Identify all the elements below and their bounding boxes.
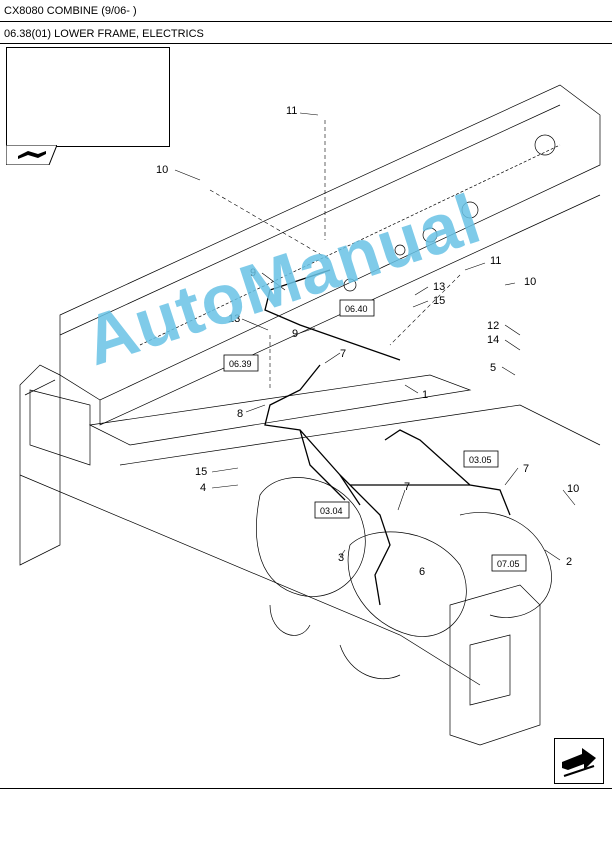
callout-15: 15	[433, 295, 445, 307]
callout-12: 12	[487, 320, 499, 332]
callout-11: 11	[286, 105, 297, 117]
reference-labels: 06.40 06.39 03.05 03.04 07.05	[229, 304, 520, 569]
callout-6: 6	[419, 566, 425, 578]
callout-13: 13	[433, 281, 445, 293]
callout-4: 4	[200, 482, 206, 494]
reference-boxes	[223, 299, 527, 572]
ref-06-40: 06.40	[345, 304, 368, 314]
callout-9: 9	[250, 267, 256, 279]
callout-8: 8	[237, 408, 243, 420]
callout-11: 11	[490, 255, 501, 267]
ref-03-04: 03.04	[320, 506, 343, 516]
callout-10: 10	[524, 276, 536, 288]
parts-diagram: 06.40 06.39 03.05 03.04 07.05 11 10 9 13…	[19, 84, 601, 746]
callout-15: 15	[195, 466, 207, 478]
section-title: 06.38(01) LOWER FRAME, ELECTRICS	[0, 23, 612, 44]
callout-9: 9	[292, 328, 298, 340]
callout-10: 10	[156, 164, 168, 176]
callout-13: 13	[228, 313, 240, 325]
callout-1: 1	[422, 389, 428, 401]
callout-numbers: 11 10 9 13 9 7 8 15 4 3 11 13 15 10 12 1…	[156, 105, 579, 578]
ref-07-05: 07.05	[497, 559, 520, 569]
callout-2: 2	[566, 556, 572, 568]
callout-7: 7	[340, 348, 346, 360]
callout-7: 7	[404, 481, 410, 493]
next-page-arrow-icon[interactable]	[554, 738, 604, 784]
footer-divider	[0, 788, 612, 789]
harness-wires	[264, 269, 511, 606]
ref-03-05: 03.05	[469, 455, 492, 465]
callout-5: 5	[490, 362, 496, 374]
callout-7: 7	[523, 463, 529, 475]
callout-3: 3	[338, 552, 344, 564]
leader-lines	[174, 112, 576, 561]
frame-structure	[19, 84, 601, 746]
inset-box	[6, 47, 170, 147]
ref-06-39: 06.39	[229, 359, 252, 369]
callout-10: 10	[567, 483, 579, 495]
book-arrow-icon[interactable]	[6, 145, 57, 165]
callout-14: 14	[487, 334, 499, 346]
document-title: CX8080 COMBINE (9/06- )	[0, 0, 612, 22]
